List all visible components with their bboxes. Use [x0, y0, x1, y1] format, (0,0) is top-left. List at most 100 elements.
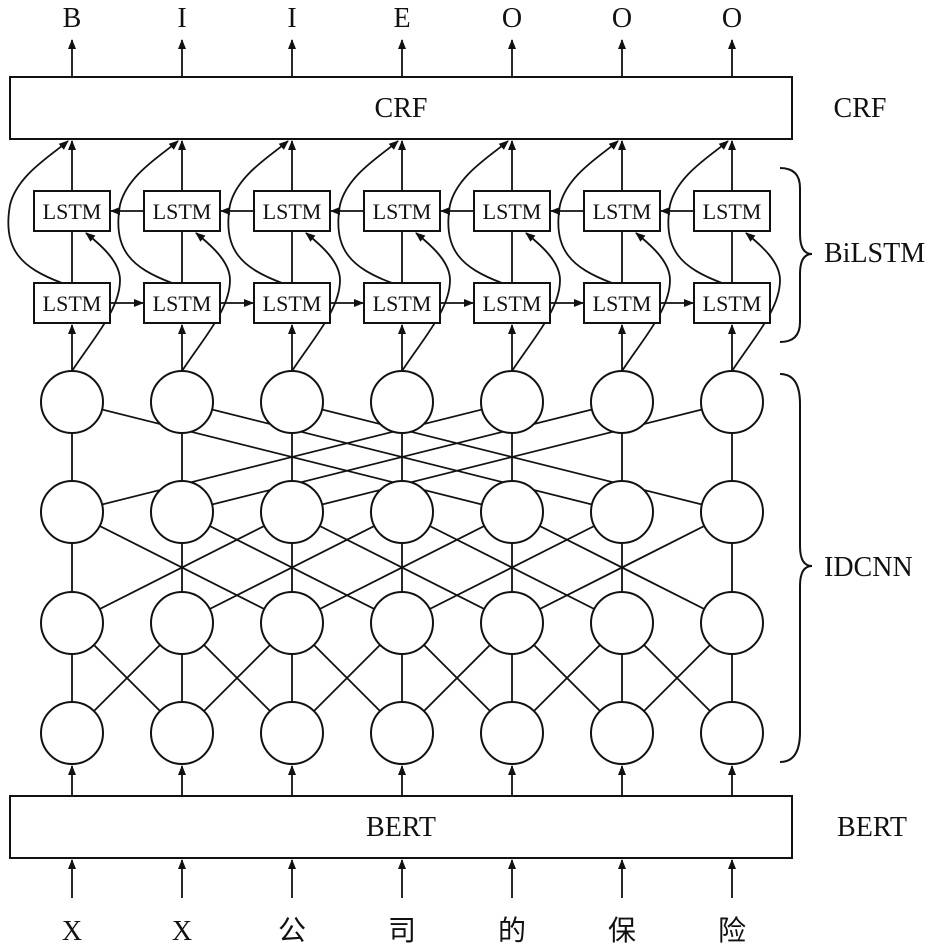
backward-lstm-to-crf-arrow: [7, 140, 69, 284]
lstm-label: LSTM: [373, 199, 432, 224]
idcnn-node: [370, 480, 434, 544]
backward-lstm-cell: LSTM: [473, 190, 551, 232]
input-token-2: X: [172, 916, 192, 947]
idcnn-node: [590, 370, 654, 434]
idcnn-node: [590, 480, 654, 544]
idcnn-node: [480, 701, 544, 765]
backward-lstm-to-crf-arrow: [447, 140, 509, 284]
lstm-label: LSTM: [593, 199, 652, 224]
input-token-7: 险: [718, 915, 746, 947]
forward-lstm-cell: LSTM: [583, 282, 661, 324]
forward-lstm-cell: LSTM: [473, 282, 551, 324]
idcnn-to-backward-lstm-arrow: [511, 232, 561, 372]
bert-box-label: BERT: [366, 812, 436, 843]
forward-lstm-cell: LSTM: [33, 282, 111, 324]
idcnn-node: [370, 591, 434, 655]
lstm-box: [693, 282, 771, 324]
idcnn-node: [480, 591, 544, 655]
lstm-box: [473, 282, 551, 324]
lstm-box: [473, 190, 551, 232]
input-token-4: 司: [388, 916, 416, 947]
bert-side-label: BERT: [837, 812, 907, 843]
connection-layer: [7, 39, 781, 898]
backward-lstm-cell: LSTM: [143, 190, 221, 232]
idcnn-node: [150, 480, 214, 544]
lstm-box: [33, 282, 111, 324]
lstm-label: LSTM: [483, 199, 542, 224]
forward-lstm-cell: LSTM: [253, 282, 331, 324]
output-tag-5: O: [502, 3, 522, 34]
lstm-box: [143, 282, 221, 324]
idcnn-bracket: [779, 373, 813, 763]
lstm-label: LSTM: [483, 291, 542, 316]
idcnn-node: [40, 370, 104, 434]
output-tag-2: I: [177, 3, 186, 34]
lstm-label: LSTM: [703, 291, 762, 316]
crf-box-label: CRF: [375, 93, 428, 124]
crf-side-label: CRF: [834, 93, 887, 124]
node-layer: LSTM LSTM LSTM LSTM LSTM LSTM LSTM LSTM LSTM LSTM…: [33, 190, 771, 765]
idcnn-node: [590, 591, 654, 655]
idcnn-node: [260, 701, 324, 765]
lstm-label: LSTM: [153, 291, 212, 316]
backward-lstm-to-crf-arrow: [557, 140, 619, 284]
idcnn-node: [150, 591, 214, 655]
lstm-box: [363, 190, 441, 232]
lstm-label: LSTM: [593, 291, 652, 316]
lstm-box: [253, 190, 331, 232]
backward-lstm-cell: LSTM: [583, 190, 661, 232]
backward-lstm-cell: LSTM: [363, 190, 441, 232]
idcnn-to-backward-lstm-arrow: [291, 232, 341, 372]
idcnn-node: [40, 480, 104, 544]
idcnn-node: [40, 701, 104, 765]
forward-lstm-cell: LSTM: [693, 282, 771, 324]
idcnn-node: [370, 701, 434, 765]
input-token-5: 的: [498, 915, 526, 947]
forward-lstm-cell: LSTM: [143, 282, 221, 324]
idcnn-node: [260, 480, 324, 544]
backward-lstm-cell: LSTM: [33, 190, 111, 232]
idcnn-node: [700, 591, 764, 655]
lstm-box: [143, 190, 221, 232]
idcnn-to-backward-lstm-arrow: [181, 232, 231, 372]
lstm-label: LSTM: [263, 199, 322, 224]
idcnn-node: [700, 701, 764, 765]
idcnn-to-backward-lstm-arrow: [71, 232, 121, 372]
lstm-box: [583, 190, 661, 232]
backward-lstm-to-crf-arrow: [117, 140, 179, 284]
bilstm-bracket: [779, 167, 813, 343]
output-tag-6: O: [612, 3, 632, 34]
idcnn-node: [260, 591, 324, 655]
idcnn-side-label: IDCNN: [824, 552, 913, 583]
backward-lstm-cell: LSTM: [693, 190, 771, 232]
bilstm-side-label: BiLSTM: [824, 238, 925, 269]
bert-box: [9, 795, 793, 859]
idcnn-to-backward-lstm-arrow: [621, 232, 671, 372]
output-tag-4: E: [393, 3, 410, 34]
crf-box: [9, 76, 793, 140]
lstm-label: LSTM: [703, 199, 762, 224]
idcnn-node: [370, 370, 434, 434]
lstm-box: [583, 282, 661, 324]
idcnn-node: [150, 701, 214, 765]
lstm-box: [693, 190, 771, 232]
lstm-label: LSTM: [153, 199, 212, 224]
output-tag-3: I: [287, 3, 296, 34]
output-tag-7: O: [722, 3, 742, 34]
lstm-box: [253, 282, 331, 324]
idcnn-node: [700, 370, 764, 434]
backward-lstm-to-crf-arrow: [337, 140, 399, 284]
idcnn-node: [260, 370, 324, 434]
idcnn-node: [480, 480, 544, 544]
input-token-6: 保: [608, 915, 636, 947]
lstm-label: LSTM: [263, 291, 322, 316]
idcnn-node: [150, 370, 214, 434]
lstm-label: LSTM: [43, 291, 102, 316]
backward-lstm-cell: LSTM: [253, 190, 331, 232]
input-token-3: 公: [278, 916, 306, 947]
backward-lstm-to-crf-arrow: [667, 140, 729, 284]
idcnn-to-backward-lstm-arrow: [731, 232, 781, 372]
input-token-1: X: [62, 916, 82, 947]
